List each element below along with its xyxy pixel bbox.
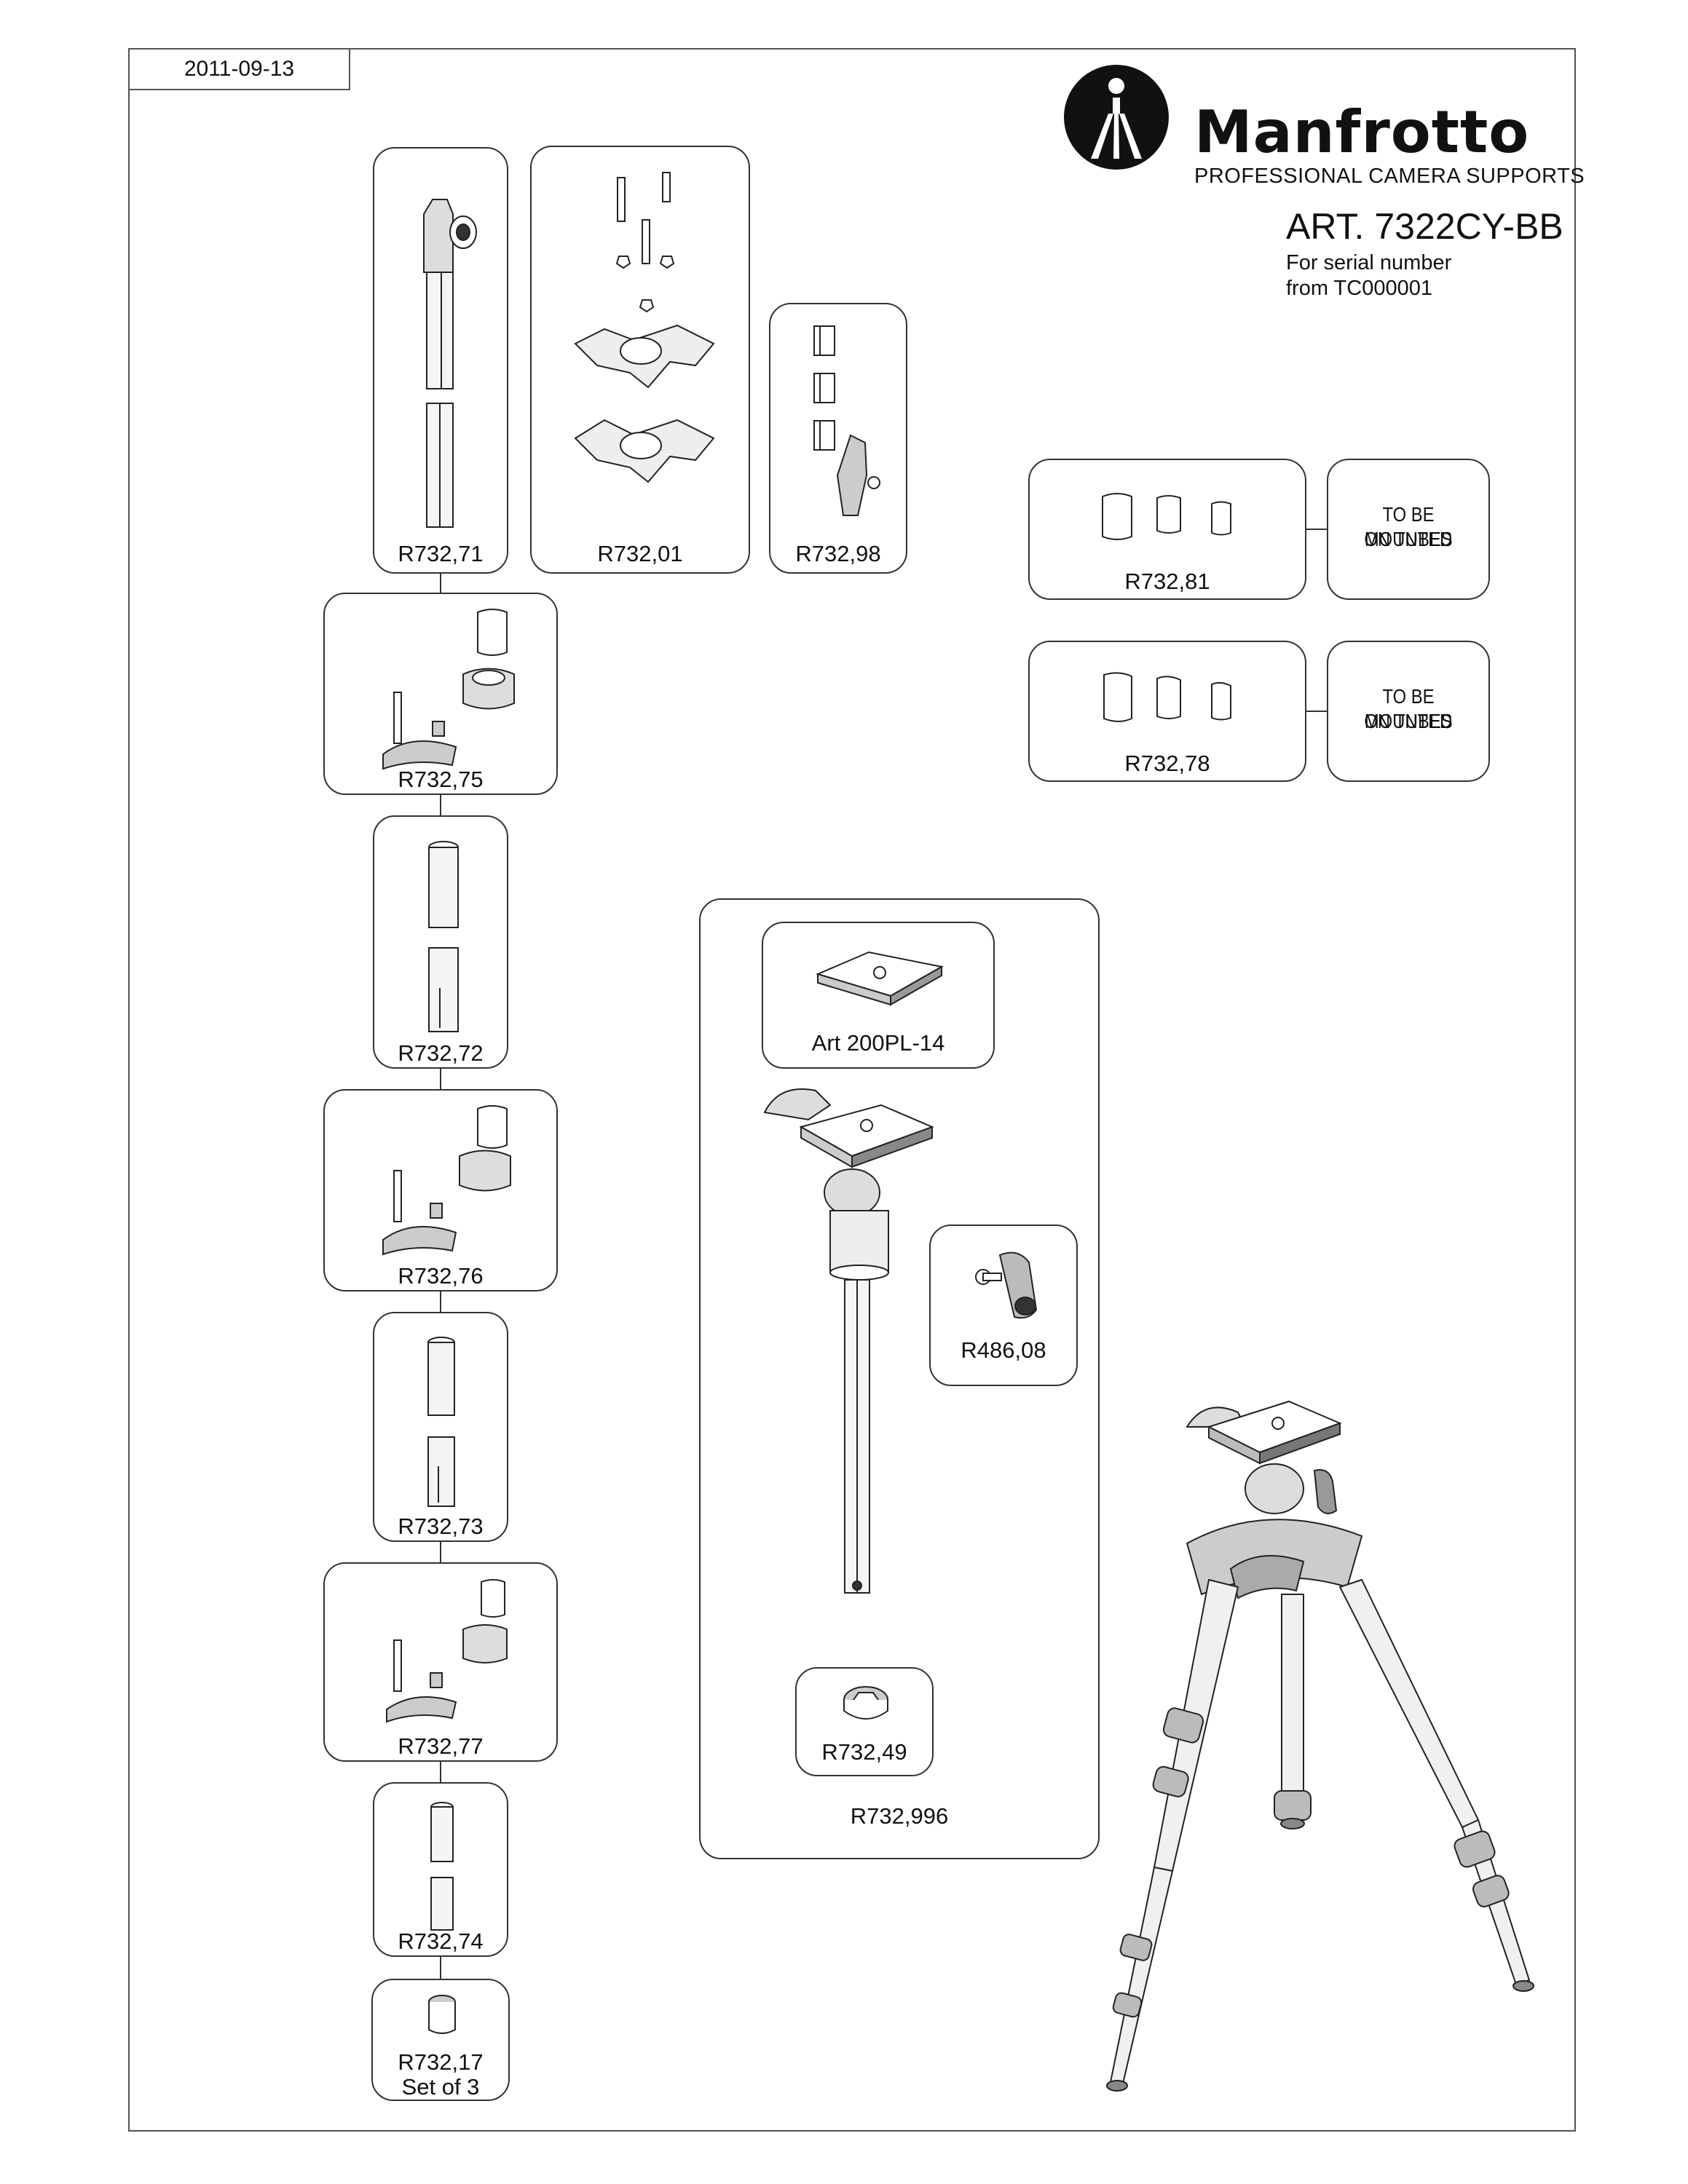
part-note-r73217: Set of 3 [401,2074,480,2100]
serial-line-1: For serial number [1286,251,1452,274]
tube-drawing [418,839,469,1035]
clips-knob-drawing [807,319,887,537]
part-box-r73281: R732,81 [1028,459,1306,600]
tripod-illustration [1063,1383,1544,2111]
mount-note-1-line-1: TO BE MOUNTED [1364,503,1453,550]
tube-drawing [422,1801,462,1932]
part-box-r73249: R732,49 [795,1667,934,1776]
part-label-r73281: R732,81 [1124,569,1210,594]
connector-line [1306,529,1327,530]
part-label-r73249: R732,49 [821,1739,907,1765]
drawing-frame [128,48,1576,2132]
part-box-r73272: R732,72 [373,815,508,1069]
connector-line [440,1540,441,1562]
part-box-r73276: R732,76 [323,1089,558,1291]
leg-lock-drawing [354,601,529,769]
part-label-r73298: R732,98 [795,541,881,566]
connector-line [440,794,441,815]
date-box: 2011-09-13 [128,48,350,90]
mount-note-box-2: TO BE MOUNTED ON TUBES [1327,641,1490,782]
spider-drawing [561,169,721,526]
part-box-r73277: R732,77 [323,1562,558,1762]
part-label-r48608: R486,08 [961,1337,1046,1363]
part-box-r73217: R732,17 Set of 3 [371,1979,510,2101]
part-label-r73277: R732,77 [398,1733,484,1759]
clip-set-drawing [1095,671,1248,729]
foot-drawing [424,1993,460,2040]
date-text: 2011-09-13 [184,57,295,81]
part-box-r73274: R732,74 [373,1782,508,1957]
connector-line [1306,711,1327,712]
brand-tagline: PROFESSIONAL CAMERA SUPPORTS [1194,165,1585,188]
part-label-r73278: R732,78 [1124,751,1210,776]
part-label-r73275: R732,75 [398,767,484,792]
part-box-r73271: R732,71 [373,147,508,574]
leg-lock-drawing [354,1571,529,1731]
part-box-r48608: R486,08 [929,1224,1078,1386]
tube-drawing [419,1335,463,1510]
manfrotto-logo-icon [1064,65,1169,170]
connector-line [440,1290,441,1312]
part-label-r73276: R732,76 [398,1263,484,1289]
mount-note-2-line-1: TO BE MOUNTED [1364,685,1453,732]
connector-line [440,1067,441,1089]
part-box-r73278: R732,78 [1028,641,1306,782]
part-box-art200pl: Art 200PL-14 [762,922,995,1069]
mount-note-box-1: TO BE MOUNTED ON TUBES [1327,459,1490,600]
ball-head-column-drawing [757,1076,939,1637]
quick-release-plate-drawing [803,945,956,1010]
part-box-r73298: R732,98 [769,303,907,574]
serial-line-2: from TC000001 [1286,277,1432,300]
serial-info: For serial number from TC000001 [1286,250,1451,301]
part-label-r73272: R732,72 [398,1040,484,1066]
brand-name: Manfrotto [1194,98,1530,166]
article-number: ART. 7322CY-BB [1286,206,1563,247]
mount-note-2-line-2: ON TUBES [1364,710,1453,732]
part-label-r73201: R732,01 [597,541,683,566]
mount-note-1-line-2: ON TUBES [1364,528,1453,550]
part-label-r73273: R732,73 [398,1514,484,1539]
connector-line [440,1957,441,1979]
part-box-r73201: R732,01 [530,146,750,574]
locking-knob-drawing [967,1248,1047,1328]
clip-set-drawing [1095,489,1248,547]
leg-top-drawing [403,185,484,527]
part-label-r732996: R732,996 [850,1803,949,1829]
part-box-r73273: R732,73 [373,1312,508,1542]
column-collar-drawing [833,1682,899,1725]
part-label-r73271: R732,71 [398,541,484,566]
connector-line [440,1760,441,1782]
part-label-r73274: R732,74 [398,1928,484,1954]
part-label-r73217: R732,17 [398,2049,484,2075]
leg-lock-drawing [354,1098,529,1258]
connector-line [440,572,441,593]
part-label-art200pl: Art 200PL-14 [811,1030,945,1056]
part-box-r73275: R732,75 [323,593,558,795]
